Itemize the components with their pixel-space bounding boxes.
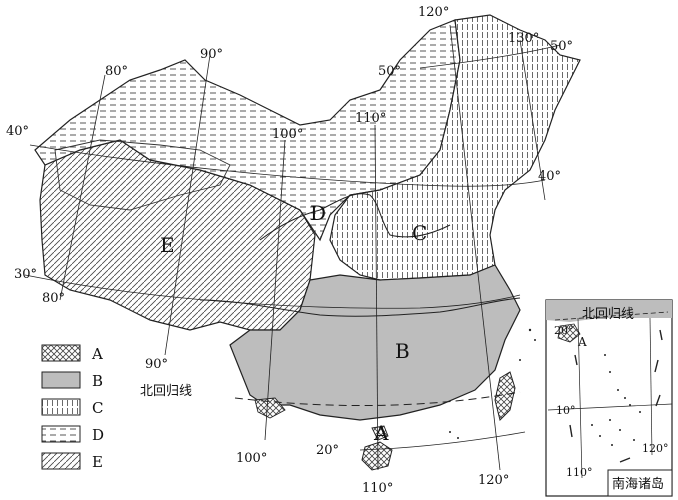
label-40-right: 40°: [538, 169, 561, 184]
label-90-top: 90°: [200, 47, 223, 62]
inset-dash-boundary: [569, 329, 663, 463]
label-80-top: 80°: [105, 64, 128, 79]
label-110-top: 110°: [355, 111, 386, 126]
inset-land-top: [546, 300, 672, 322]
inset-title-box: [607, 469, 673, 497]
label-30-left: 30°: [14, 267, 37, 282]
label-50-left: 50°: [378, 64, 401, 79]
yunnan-south-area: [254, 397, 286, 419]
inset-label-a: A: [577, 335, 587, 349]
region-label-b: B: [395, 339, 410, 363]
graticule-lines: [24, 24, 561, 471]
yellow-river: [259, 193, 451, 241]
legend: A B C D E: [41, 344, 104, 471]
label-130: 130°: [508, 31, 539, 46]
tropic-label: 北回归线: [140, 384, 192, 399]
label-100-top: 100°: [272, 127, 303, 142]
inset-label-20: 20°: [554, 324, 574, 337]
inset-label-120: 120°: [642, 442, 669, 455]
legend-label-d: D: [92, 426, 104, 444]
inset-lon120-line: [649, 317, 653, 456]
region-label-e: E: [160, 233, 175, 257]
label-110-bottom: 110°: [362, 481, 393, 496]
label-40-left: 40°: [6, 124, 29, 139]
legend-label-e: E: [92, 453, 103, 471]
region-label-a: A: [373, 421, 389, 445]
label-120-bottom: 120°: [478, 473, 509, 488]
label-50-right: 50°: [550, 39, 573, 54]
legend-label-b: B: [92, 372, 103, 390]
inset-label-10: 10°: [556, 404, 576, 417]
leizhou-area: [371, 425, 389, 441]
label-90-bottom: 90°: [145, 357, 168, 372]
tropic-of-cancer-line: [234, 391, 521, 407]
region-label-d: D: [310, 201, 326, 225]
sea-islands: [449, 328, 536, 439]
inset-south-china-sea: 北回归线 20° A 10° 120° 110° 南海诸岛: [545, 299, 673, 497]
legend-swatch-a: [41, 344, 81, 362]
taiwan-island: [494, 371, 516, 421]
inset-tropic-line: [554, 311, 669, 321]
legend-swatch-b: [41, 371, 81, 389]
yangtze-river: [199, 297, 521, 317]
inset-label-110: 110°: [566, 466, 593, 479]
inset-islands: [591, 354, 641, 446]
legend-swatch-d: [41, 425, 81, 443]
region-b-area: [229, 264, 521, 421]
label-20: 20°: [316, 443, 339, 458]
label-120-top: 120°: [418, 5, 449, 20]
inset-lon110-line: [577, 317, 583, 479]
legend-swatch-c: [41, 398, 81, 416]
legend-label-a: A: [91, 345, 103, 363]
legend-label-c: C: [92, 399, 103, 417]
hainan-island: [361, 441, 393, 471]
inset-hainan: [557, 323, 581, 343]
inset-tropic-label: 北回归线: [582, 307, 634, 322]
inset-title: 南海诸岛: [612, 476, 664, 492]
label-80-bottom: 80°: [42, 291, 65, 306]
label-100-bottom: 100°: [236, 451, 267, 466]
legend-swatch-e: [41, 452, 81, 470]
region-label-c: C: [412, 221, 427, 245]
